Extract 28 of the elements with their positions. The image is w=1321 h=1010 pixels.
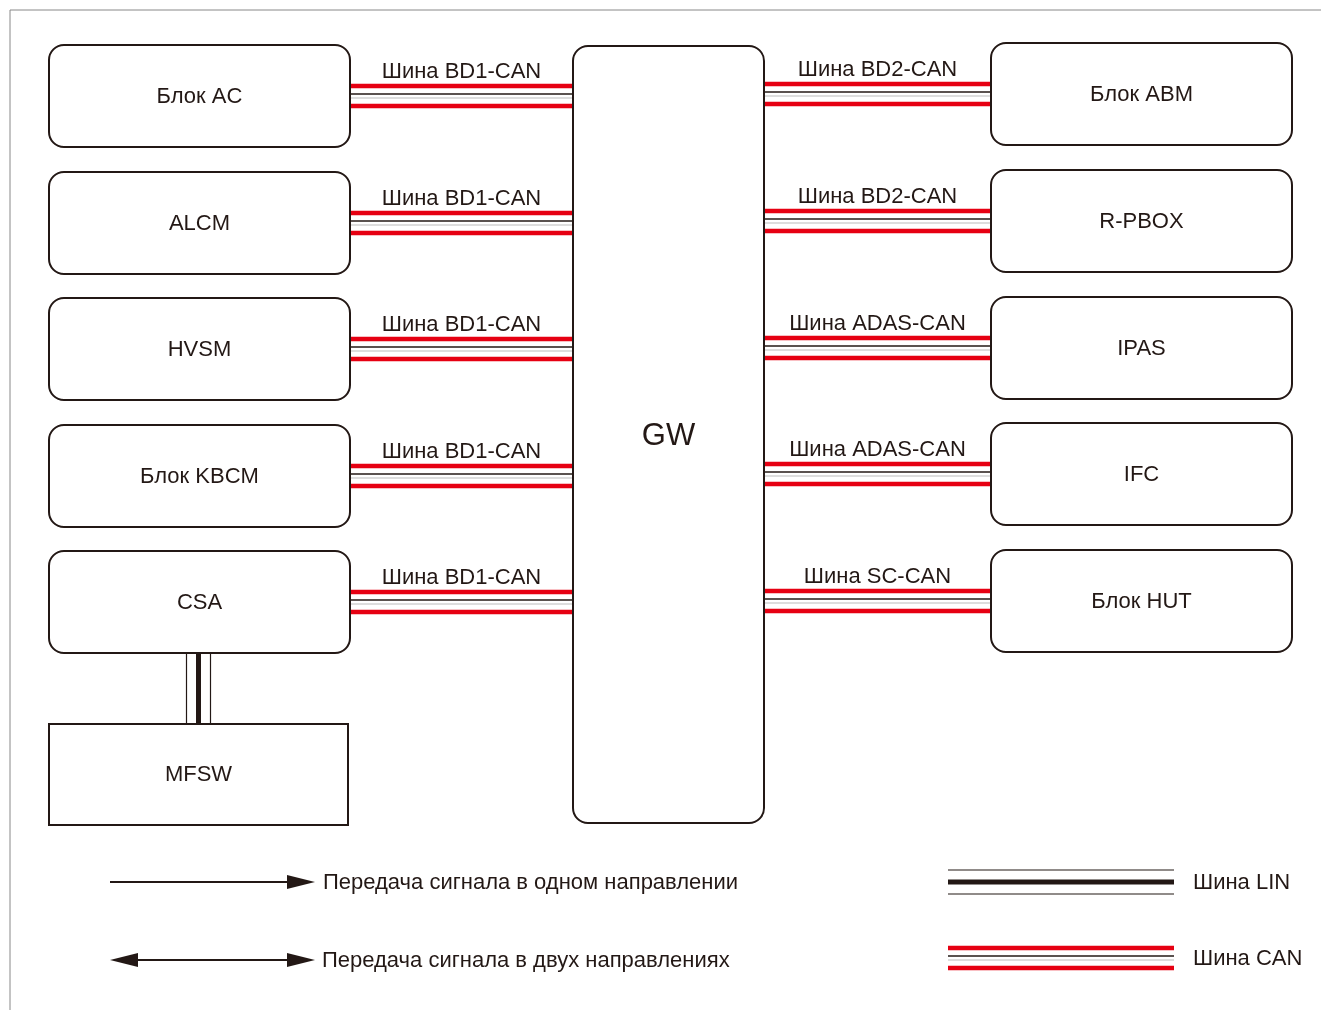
legend-text: Передача сигнала в одном направлении	[323, 869, 739, 895]
module-box	[48, 171, 351, 275]
module-box	[990, 169, 1293, 273]
legend-text: Шина LIN	[1193, 869, 1291, 895]
module-name: GW	[641, 415, 696, 454]
module-box	[990, 422, 1293, 526]
module-box	[48, 297, 351, 401]
module-box	[48, 424, 351, 528]
module-name: IFC	[1123, 460, 1160, 488]
module-name: HVSM	[167, 335, 232, 363]
module-name: MFSW	[164, 761, 233, 788]
gateway-box	[572, 45, 765, 824]
module-name: ALCM	[168, 209, 231, 237]
module-name: Блок HUT	[1091, 587, 1192, 615]
legend-text: Шина CAN	[1193, 945, 1303, 971]
legend-text: Передача сигнала в двух направлениях	[322, 947, 730, 973]
module-box	[48, 550, 351, 654]
module-box	[48, 723, 349, 826]
module-name: CSA	[176, 588, 223, 616]
module-name: Блок ABM	[1090, 80, 1193, 108]
module-box	[990, 42, 1293, 146]
module-name: R-PBOX	[1099, 207, 1184, 235]
module-name: Блок AC	[156, 82, 243, 110]
module-box	[990, 296, 1293, 400]
module-name: Блок KBCM	[140, 462, 259, 490]
module-box	[48, 44, 351, 148]
module-box	[990, 549, 1293, 653]
module-name: IPAS	[1117, 334, 1166, 362]
